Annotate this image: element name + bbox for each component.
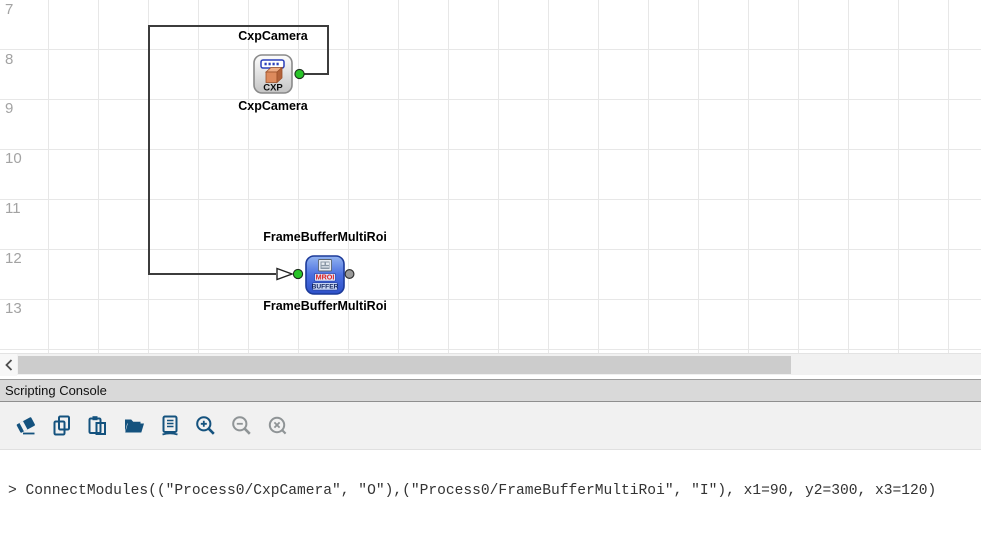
zoom-reset-icon xyxy=(268,416,287,434)
show-log-button[interactable] xyxy=(157,413,183,439)
port-cxpcamera-output[interactable] xyxy=(294,68,305,80)
row-label: 7 xyxy=(5,1,14,18)
cxpcamera-module-icon[interactable]: CXP xyxy=(253,54,293,94)
console-prompt-line: > ConnectModules(("Process0/CxpCamera", … xyxy=(8,483,937,499)
cxp-caption: CXP xyxy=(263,83,283,94)
port-framebuffer-output[interactable] xyxy=(344,269,355,280)
clear-console-button[interactable] xyxy=(13,413,39,439)
cxp-connector-glyph xyxy=(260,59,285,69)
row-label: 13 xyxy=(5,300,22,317)
zoom-out-icon xyxy=(232,415,251,435)
copy-button[interactable] xyxy=(49,413,75,439)
framebuffer-bottom-label: FrameBufferMultiRoi xyxy=(263,299,387,313)
film-frame-glyph xyxy=(318,259,332,272)
zoom-in-icon xyxy=(196,415,215,435)
scrollbar-thumb[interactable] xyxy=(18,356,791,374)
open-folder-icon xyxy=(125,419,144,432)
open-script-button[interactable] xyxy=(121,413,147,439)
row-label: 8 xyxy=(5,51,14,68)
row-label: 10 xyxy=(5,150,22,167)
paste-icon xyxy=(88,415,106,435)
scroll-left-button[interactable] xyxy=(0,354,17,376)
zoom-in-button[interactable] xyxy=(193,413,219,439)
framebuffer-top-label: FrameBufferMultiRoi xyxy=(263,230,387,244)
paste-button[interactable] xyxy=(85,413,111,439)
cxp-box-glyph xyxy=(264,66,284,84)
horizontal-scrollbar[interactable] xyxy=(0,353,981,376)
panel-title: Scripting Console xyxy=(5,383,107,398)
buffer-caption: BUFFER xyxy=(312,284,339,291)
row-label: 9 xyxy=(5,100,14,117)
buffer-band xyxy=(312,282,338,291)
port-framebuffer-input[interactable] xyxy=(292,268,304,280)
panel-divider xyxy=(0,375,981,379)
design-canvas[interactable]: 7 8 9 10 11 12 13 CxpCamera xyxy=(0,0,981,353)
cxpcamera-bottom-label: CxpCamera xyxy=(238,99,308,113)
wire-arrowhead-icon xyxy=(276,267,295,281)
console-output-area[interactable]: > ConnectModules(("Process0/CxpCamera", … xyxy=(0,450,981,544)
connection-wire[interactable] xyxy=(148,25,329,281)
copy-icon xyxy=(53,415,70,435)
scripting-console-header: Scripting Console xyxy=(0,379,981,402)
chevron-left-icon xyxy=(4,359,12,371)
zoom-out-button[interactable] xyxy=(229,413,255,439)
console-toolbar xyxy=(0,402,981,450)
cxpcamera-top-label: CxpCamera xyxy=(238,29,308,43)
eraser-icon xyxy=(16,416,35,434)
mroi-band xyxy=(314,273,336,282)
log-icon xyxy=(162,415,178,435)
mroi-caption: MROI xyxy=(316,273,335,282)
framebuffer-module-icon[interactable]: MROI BUFFER xyxy=(305,255,345,295)
row-label: 11 xyxy=(5,200,21,217)
zoom-reset-button[interactable] xyxy=(265,413,291,439)
row-label: 12 xyxy=(5,250,22,267)
